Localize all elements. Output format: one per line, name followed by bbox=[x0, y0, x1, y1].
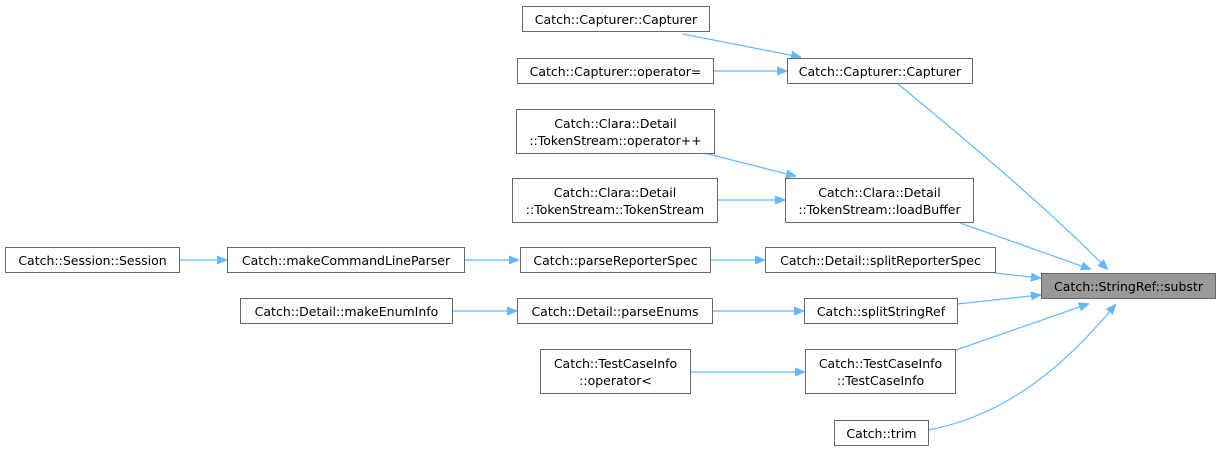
node-testcaseinfo-less[interactable]: Catch::TestCaseInfo ::operator< bbox=[540, 349, 691, 394]
node-tokenstream-increment[interactable]: Catch::Clara::Detail ::TokenStream::oper… bbox=[516, 109, 715, 154]
node-make-enum-info-label: Catch::Detail::makeEnumInfo bbox=[254, 303, 439, 319]
node-tokenstream-loadbuffer-line2: ::TokenStream::loadBuffer bbox=[798, 201, 961, 217]
node-testcaseinfo-ctor-line2: ::TestCaseInfo bbox=[836, 372, 925, 388]
node-parse-reporter-spec[interactable]: Catch::parseReporterSpec bbox=[520, 247, 711, 273]
node-testcaseinfo-less-line1: Catch::TestCaseInfo bbox=[553, 355, 678, 371]
node-capturer-ctor-label: Catch::Capturer::Capturer bbox=[798, 63, 962, 79]
edge-trim-to-substr bbox=[927, 305, 1115, 431]
node-make-cli-parser[interactable]: Catch::makeCommandLineParser bbox=[227, 247, 465, 273]
node-split-string-ref-label: Catch::splitStringRef bbox=[816, 303, 946, 319]
node-make-enum-info[interactable]: Catch::Detail::makeEnumInfo bbox=[240, 298, 453, 324]
node-capturer-assign-label: Catch::Capturer::operator= bbox=[529, 63, 702, 79]
node-tokenstream-increment-line1: Catch::Clara::Detail bbox=[554, 115, 677, 131]
node-tokenstream-ctor[interactable]: Catch::Clara::Detail ::TokenStream::Toke… bbox=[512, 178, 718, 223]
edge-splitstringref-to-substr bbox=[956, 295, 1040, 305]
edge-testcaseinfo-ctor-to-substr bbox=[955, 304, 1088, 351]
node-testcaseinfo-ctor[interactable]: Catch::TestCaseInfo ::TestCaseInfo bbox=[805, 349, 956, 394]
node-tokenstream-increment-line2: ::TokenStream::operator++ bbox=[529, 132, 702, 148]
node-make-cli-parser-label: Catch::makeCommandLineParser bbox=[241, 252, 451, 268]
node-testcaseinfo-less-line2: ::operator< bbox=[579, 372, 652, 388]
node-trim[interactable]: Catch::trim bbox=[834, 420, 929, 446]
node-capturer-assign[interactable]: Catch::Capturer::operator= bbox=[517, 58, 714, 84]
edge-tokenstream-increment-to-loadbuffer bbox=[703, 152, 795, 176]
node-capturer-caller[interactable]: Catch::Capturer::Capturer bbox=[522, 6, 710, 32]
node-split-reporter-spec-label: Catch::Detail::splitReporterSpec bbox=[780, 252, 981, 268]
node-stringref-substr: Catch::StringRef::substr bbox=[1041, 273, 1216, 299]
edge-capturer-to-substr bbox=[897, 83, 1107, 269]
node-split-reporter-spec[interactable]: Catch::Detail::splitReporterSpec bbox=[765, 247, 996, 273]
node-testcaseinfo-ctor-line1: Catch::TestCaseInfo bbox=[818, 355, 943, 371]
node-stringref-substr-label: Catch::StringRef::substr bbox=[1054, 278, 1203, 294]
node-tokenstream-ctor-line2: ::TokenStream::TokenStream bbox=[525, 201, 705, 217]
node-capturer-caller-label: Catch::Capturer::Capturer bbox=[534, 11, 698, 27]
node-split-string-ref[interactable]: Catch::splitStringRef bbox=[804, 298, 958, 324]
node-parse-reporter-spec-label: Catch::parseReporterSpec bbox=[533, 252, 698, 268]
node-trim-label: Catch::trim bbox=[846, 425, 917, 441]
node-parse-enums-label: Catch::Detail::parseEnums bbox=[531, 303, 699, 319]
edge-capturer-caller-to-capturer bbox=[682, 33, 800, 57]
node-tokenstream-loadbuffer[interactable]: Catch::Clara::Detail ::TokenStream::load… bbox=[785, 178, 974, 223]
node-tokenstream-ctor-line1: Catch::Clara::Detail bbox=[553, 184, 677, 200]
node-capturer-ctor[interactable]: Catch::Capturer::Capturer bbox=[787, 58, 973, 84]
node-session-ctor[interactable]: Catch::Session::Session bbox=[5, 247, 180, 273]
node-session-ctor-label: Catch::Session::Session bbox=[18, 252, 167, 268]
node-parse-enums[interactable]: Catch::Detail::parseEnums bbox=[517, 298, 713, 324]
edge-loadbuffer-to-substr bbox=[959, 222, 1090, 269]
node-tokenstream-loadbuffer-line1: Catch::Clara::Detail bbox=[818, 184, 941, 200]
edge-splitreporterspec-to-substr bbox=[994, 273, 1040, 278]
